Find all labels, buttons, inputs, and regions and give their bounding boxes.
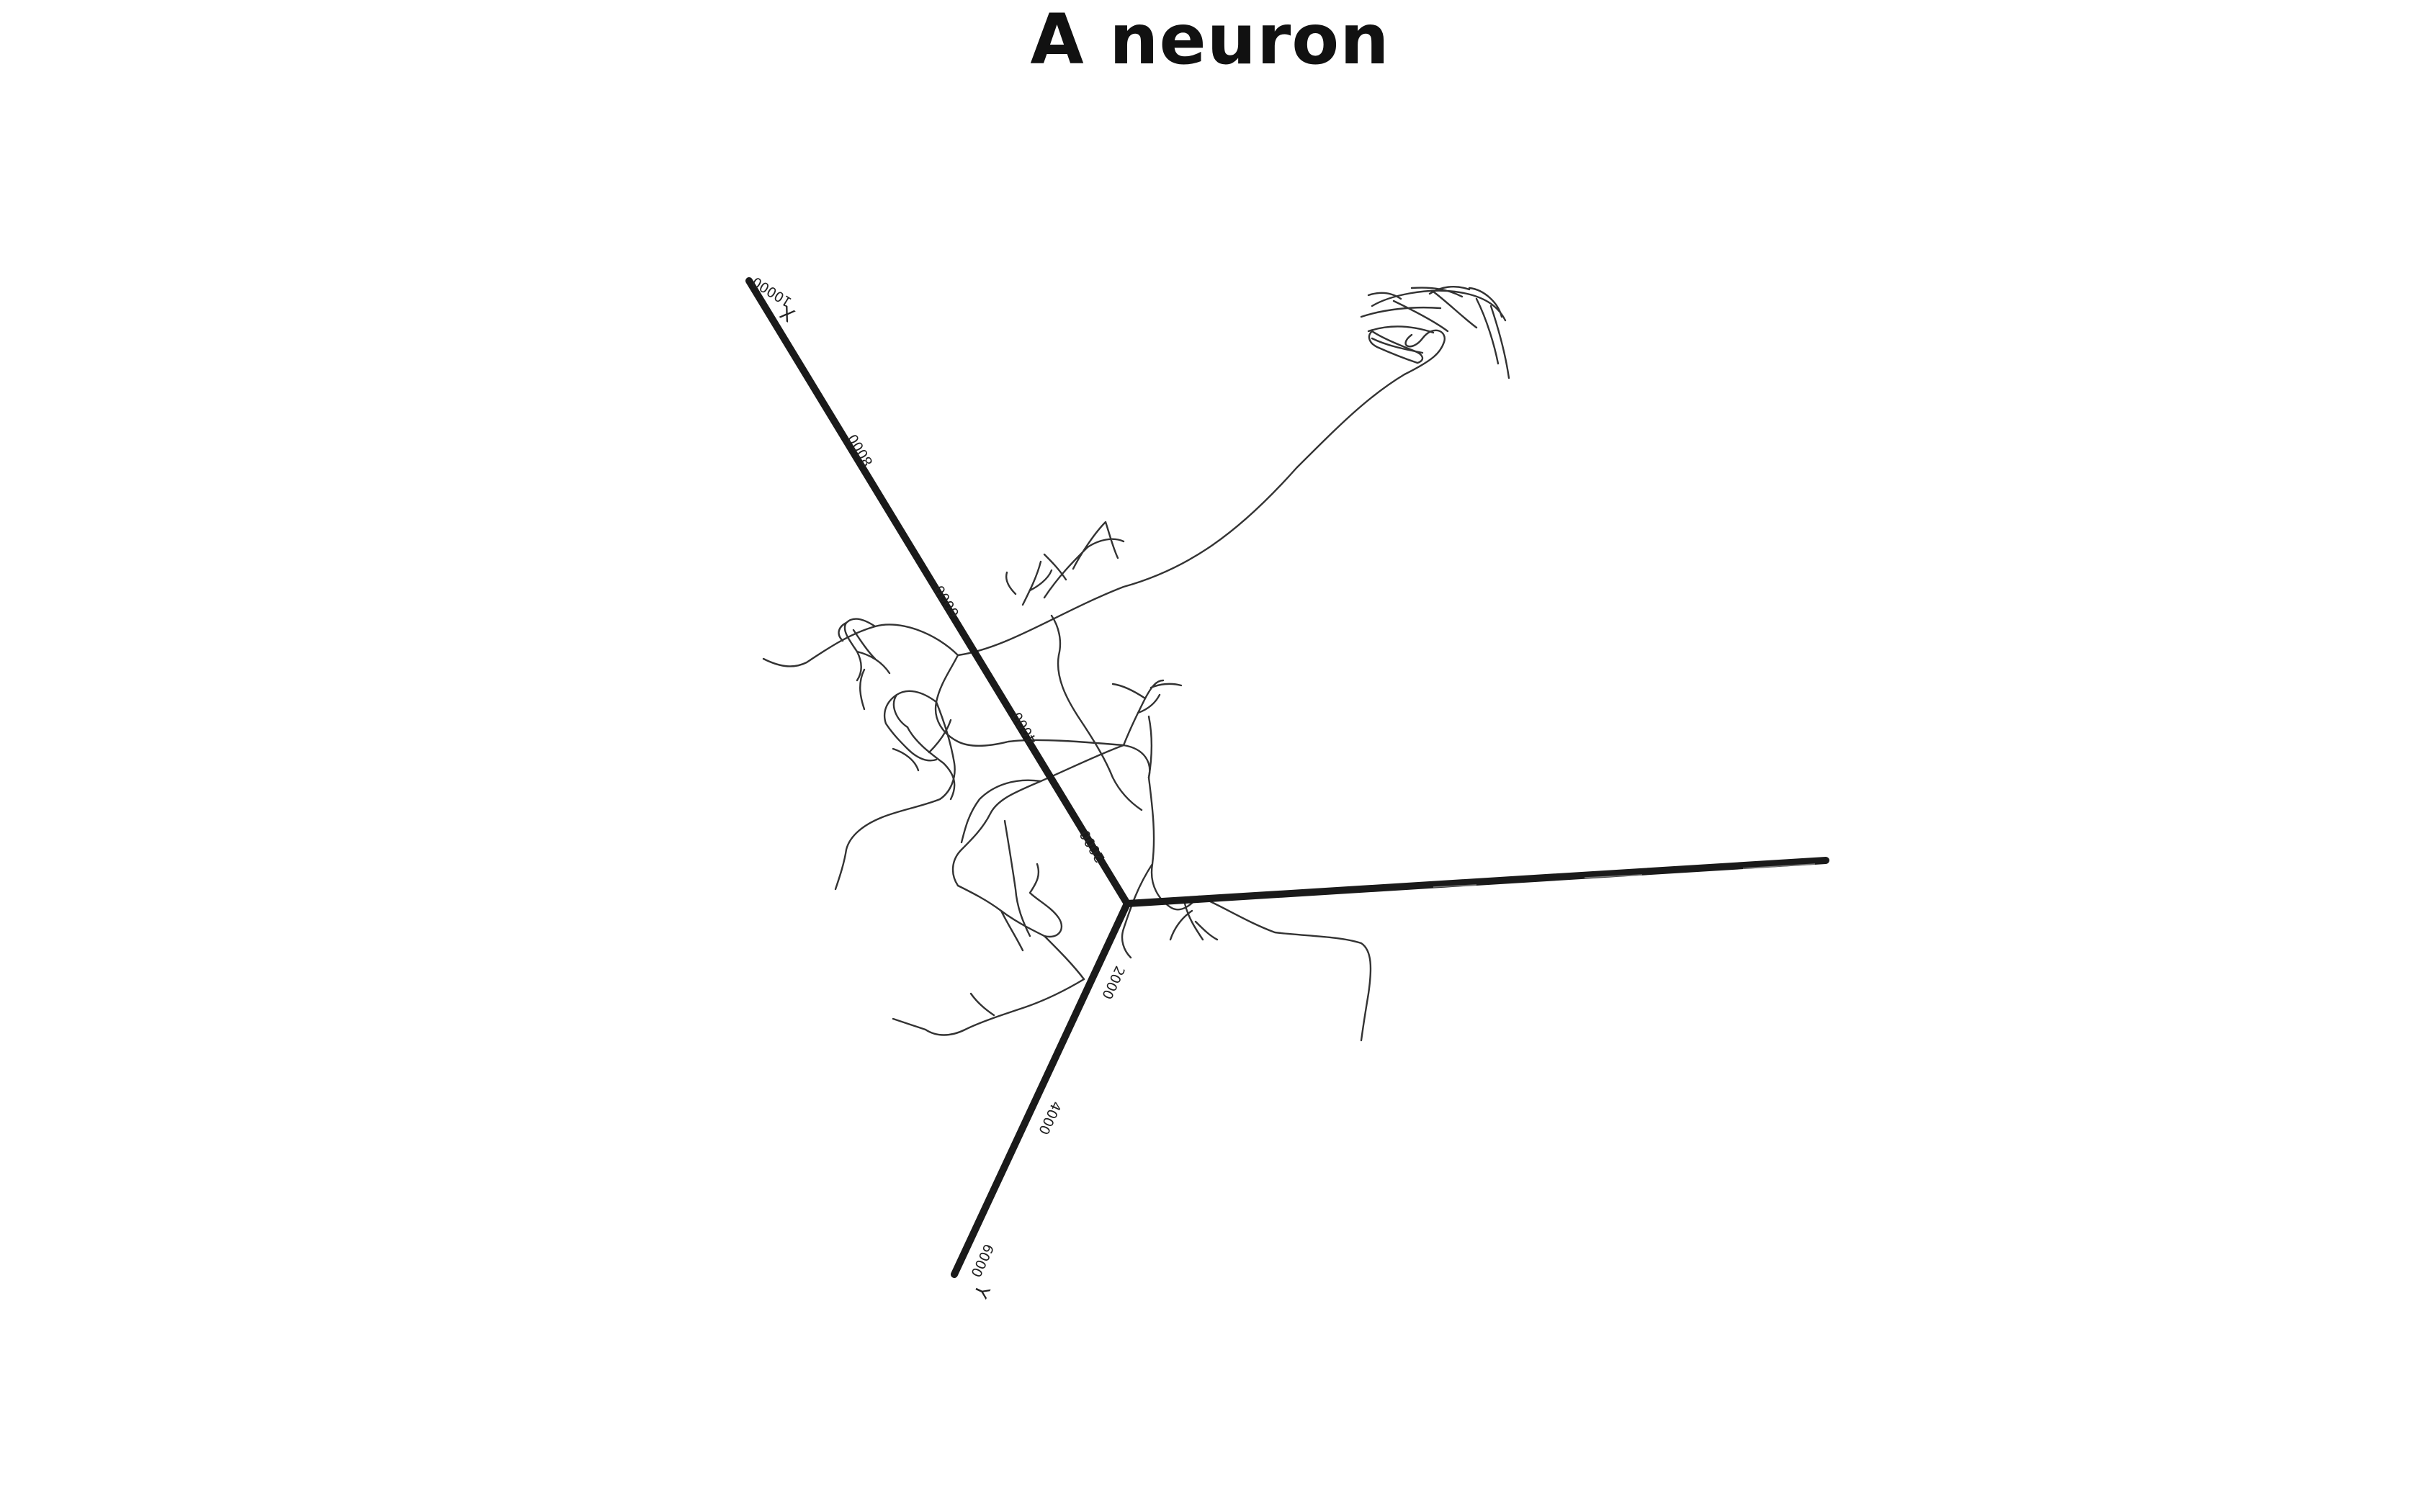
branch-left-mid — [883, 690, 956, 801]
branch-upper-small — [1005, 560, 1053, 606]
branch-upper-tuft — [1043, 521, 1125, 599]
x-tick-label: 2000 — [1077, 827, 1108, 865]
branch-lower-right-tuft — [1169, 902, 1219, 941]
z-axis-line — [1124, 857, 1829, 907]
branch-lower-center — [951, 744, 1125, 887]
branch-left-cluster — [838, 618, 891, 711]
branch-upper-left — [762, 624, 959, 667]
z-axis-ticks — [1433, 863, 1816, 888]
branch-mid-trunk — [1050, 614, 1143, 811]
branch-lower-left — [960, 779, 1042, 937]
branch-lower-right — [1121, 776, 1201, 959]
y-tick-label: 4000 — [1035, 1099, 1064, 1137]
y-tick-label: 6000 — [967, 1241, 996, 1279]
branch-lower-tangle — [956, 863, 1085, 981]
branch-left-long — [834, 798, 941, 891]
y-axis-line — [951, 900, 1131, 1278]
branch-left-tangle — [892, 719, 956, 801]
x-axis-line — [745, 277, 1131, 907]
branch-right-tuft — [1111, 679, 1183, 779]
neuron-morphology — [762, 285, 1510, 1042]
y-tick-label: 2000 — [1098, 963, 1127, 1002]
x-axis-ticks: 2000 4000 6000 8000 10000 X — [749, 274, 1108, 865]
figure-title: A neuron — [1030, 0, 1390, 80]
branch-lower-long — [892, 978, 1085, 1036]
x-tick-label: 6000 — [931, 582, 963, 621]
axes-3d: 2000 4000 6000 8000 10000 X 2000 4000 60… — [745, 274, 1829, 1301]
branch-mid-cross — [934, 654, 1151, 779]
axon-distal-tuft — [1360, 285, 1510, 379]
axon-main-branch — [956, 329, 1446, 657]
branch-lower-right-long — [1198, 895, 1372, 1042]
y-axis-name: Y — [969, 1281, 993, 1301]
tuft-loop — [1368, 330, 1424, 364]
